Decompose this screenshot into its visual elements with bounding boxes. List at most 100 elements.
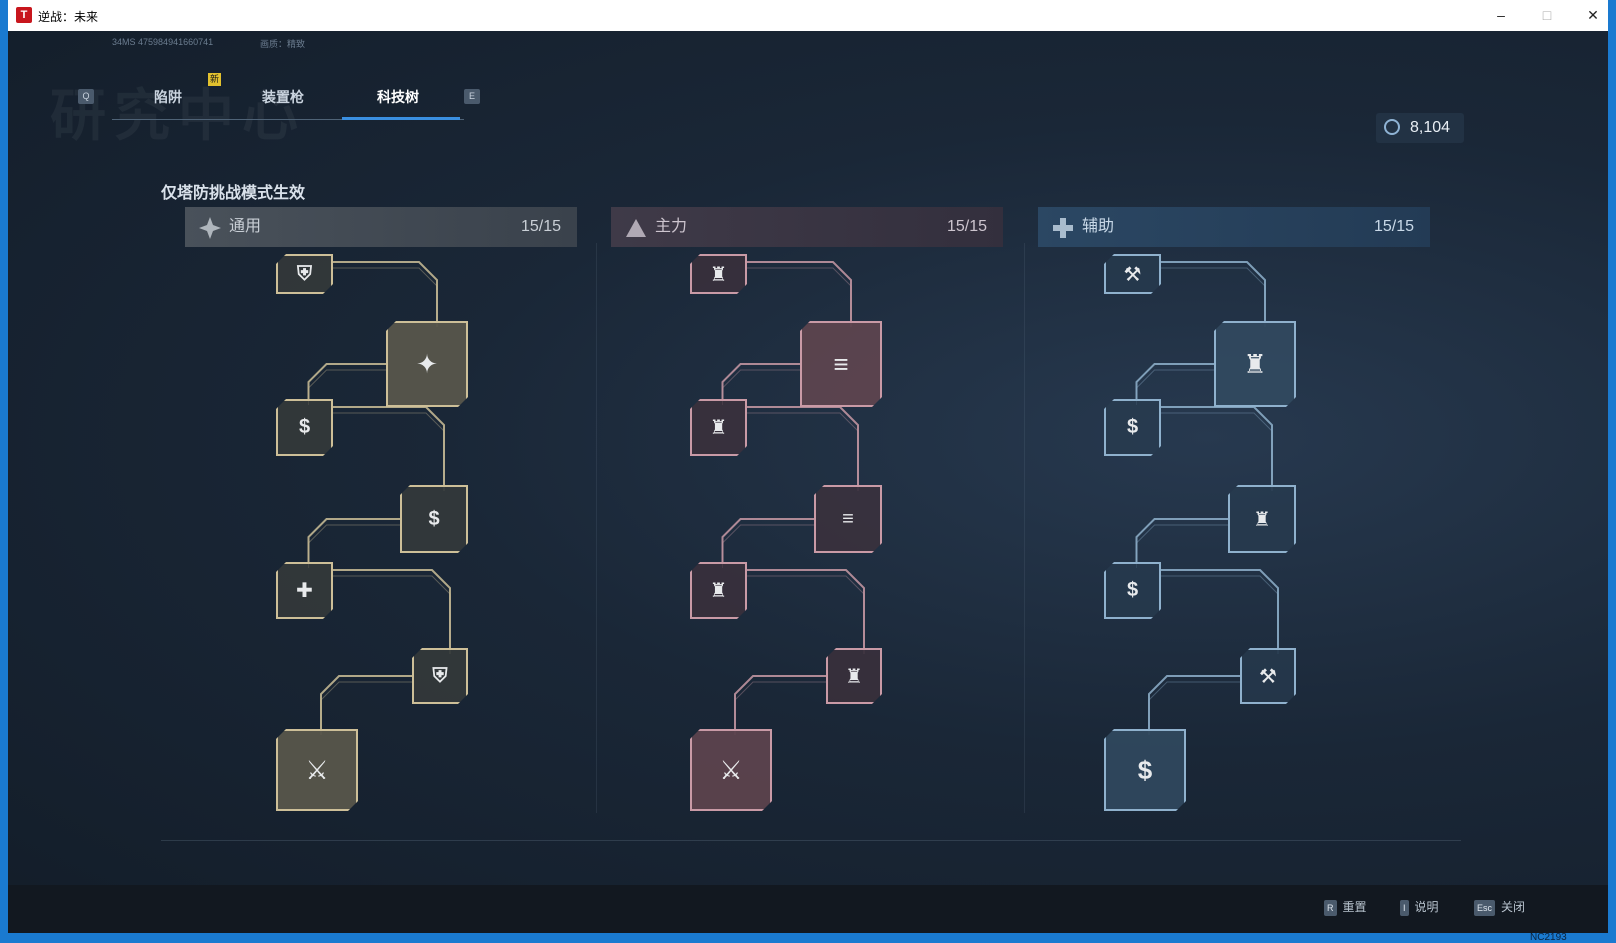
tech-node-support-1[interactable]: ⚒	[1104, 254, 1161, 294]
prev-tab-key[interactable]: Q	[78, 89, 94, 104]
sword-icon: ⚔	[719, 754, 743, 785]
quality-text: 画质：精致	[260, 39, 306, 49]
coin-icon	[1384, 119, 1400, 135]
heart-plus-icon: ✚	[296, 580, 313, 602]
mountain-icon	[626, 219, 646, 237]
connector-line-shadow	[1161, 575, 1279, 654]
connector-line-shadow	[320, 681, 412, 735]
connector-line-shadow	[1136, 524, 1228, 568]
tower-icon: ♜	[709, 580, 728, 602]
connector-line	[721, 363, 800, 399]
tech-node-support-2[interactable]: ♜	[1214, 321, 1296, 407]
tree-name: 主力	[655, 218, 688, 235]
tree-header-main: 主力 15/15	[611, 207, 1003, 247]
connector-line-shadow	[333, 412, 445, 491]
tech-node-general-3[interactable]: $	[276, 399, 333, 456]
tech-node-general-1[interactable]: ⛨	[276, 254, 333, 294]
next-tab-key[interactable]: E	[464, 89, 480, 104]
tower-icon: ♜	[1253, 508, 1271, 531]
connector-line-shadow	[747, 412, 859, 491]
badge-upgrade-icon: ✦	[416, 348, 438, 379]
tech-node-support-3[interactable]: $	[1104, 399, 1161, 456]
currency-amount: 8,104	[1410, 119, 1451, 136]
dollar-icon: $	[1137, 754, 1153, 785]
connector-line	[721, 518, 814, 562]
connector-line	[333, 406, 445, 485]
dollar-icon: $	[1126, 416, 1139, 438]
missiles-icon: ≡	[833, 348, 849, 379]
tree-name: 通用	[229, 218, 262, 235]
connector-line	[1161, 569, 1279, 648]
tower-icon: ♜	[709, 263, 728, 286]
dollar-icon: $	[298, 416, 311, 438]
connector-line	[1135, 518, 1228, 562]
connector-line-shadow	[1136, 369, 1214, 405]
connector-line	[307, 363, 386, 399]
tree-connectors	[307, 261, 1279, 735]
tech-node-main-5[interactable]: ♜	[690, 562, 747, 619]
tech-node-support-5[interactable]: $	[1104, 562, 1161, 619]
connector-line	[1135, 363, 1214, 399]
diamond-star-icon	[199, 217, 221, 239]
active-tab-indicator	[342, 117, 460, 120]
tech-node-main-3[interactable]: ♜	[690, 399, 747, 456]
close-button[interactable]: ✕	[1587, 7, 1599, 23]
dollar-wrench-icon: $	[1126, 579, 1139, 601]
connector-line-shadow	[747, 267, 852, 327]
currency-display: 8,104	[1376, 113, 1464, 143]
tab-traps[interactable]: 陷阱	[154, 89, 182, 105]
tech-node-general-7[interactable]: ⚔	[276, 729, 358, 811]
column-divider	[596, 243, 597, 813]
connector-line	[307, 518, 400, 562]
tech-node-support-4[interactable]: ♜	[1228, 485, 1296, 553]
tech-node-support-7[interactable]: $	[1104, 729, 1186, 811]
shield-icon: ⛨	[432, 664, 448, 687]
connector-line	[747, 261, 852, 321]
tower-icon: ♜	[709, 417, 728, 439]
connector-line-shadow	[1148, 681, 1240, 735]
app-icon: T	[16, 7, 32, 23]
tab-bar: 陷阱 装置枪 科技树	[112, 75, 464, 120]
connector-line-shadow	[734, 681, 826, 735]
tree-name: 辅助	[1082, 218, 1115, 235]
wrench-icon: ⚒	[1123, 263, 1142, 286]
tech-node-general-2[interactable]: ✦	[386, 321, 468, 407]
ping-text: 34MS 475984941660741	[112, 37, 214, 47]
connector-line	[320, 675, 412, 729]
connector-line-shadow	[333, 267, 438, 327]
tech-node-main-4[interactable]: ≡	[814, 485, 882, 553]
tech-node-main-6[interactable]: ♜	[826, 648, 882, 704]
tree-progress: 15/15	[1373, 218, 1414, 235]
tab-tech-tree[interactable]: 科技树	[377, 89, 419, 105]
new-badge: 新	[208, 73, 221, 86]
tech-node-main-7[interactable]: ⚔	[690, 729, 772, 811]
tab-device-gun[interactable]: 装置枪	[262, 89, 304, 105]
dollar-wrench-icon: $	[428, 507, 440, 530]
tech-node-support-6[interactable]: ⚒	[1240, 648, 1296, 704]
tower-plus-icon: ♜	[1243, 348, 1267, 379]
bottom-bar	[8, 885, 1608, 933]
connector-line	[333, 569, 451, 648]
tech-node-general-4[interactable]: $	[400, 485, 468, 553]
tech-node-general-5[interactable]: ✚	[276, 562, 333, 619]
tree-header-support: 辅助 15/15	[1038, 207, 1430, 247]
connector-line-shadow	[1161, 267, 1266, 327]
connector-line	[1161, 406, 1273, 485]
connector-line-shadow	[747, 575, 865, 654]
tree-progress: 15/15	[946, 218, 987, 235]
tree-header-general: 通用 15/15	[185, 207, 577, 247]
connector-line-shadow	[722, 524, 814, 568]
tree-baseline	[161, 840, 1461, 841]
tech-node-main-1[interactable]: ♜	[690, 254, 747, 294]
tech-node-general-6[interactable]: ⛨	[412, 648, 468, 704]
minimize-button[interactable]: –	[1497, 7, 1505, 23]
connector-line-shadow	[1161, 412, 1273, 491]
tech-node-main-2[interactable]: ≡	[800, 321, 882, 407]
maximize-button[interactable]: □	[1542, 7, 1552, 23]
tree-progress: 15/15	[520, 218, 561, 235]
connector-line	[747, 406, 859, 485]
connector-line	[1148, 675, 1240, 729]
